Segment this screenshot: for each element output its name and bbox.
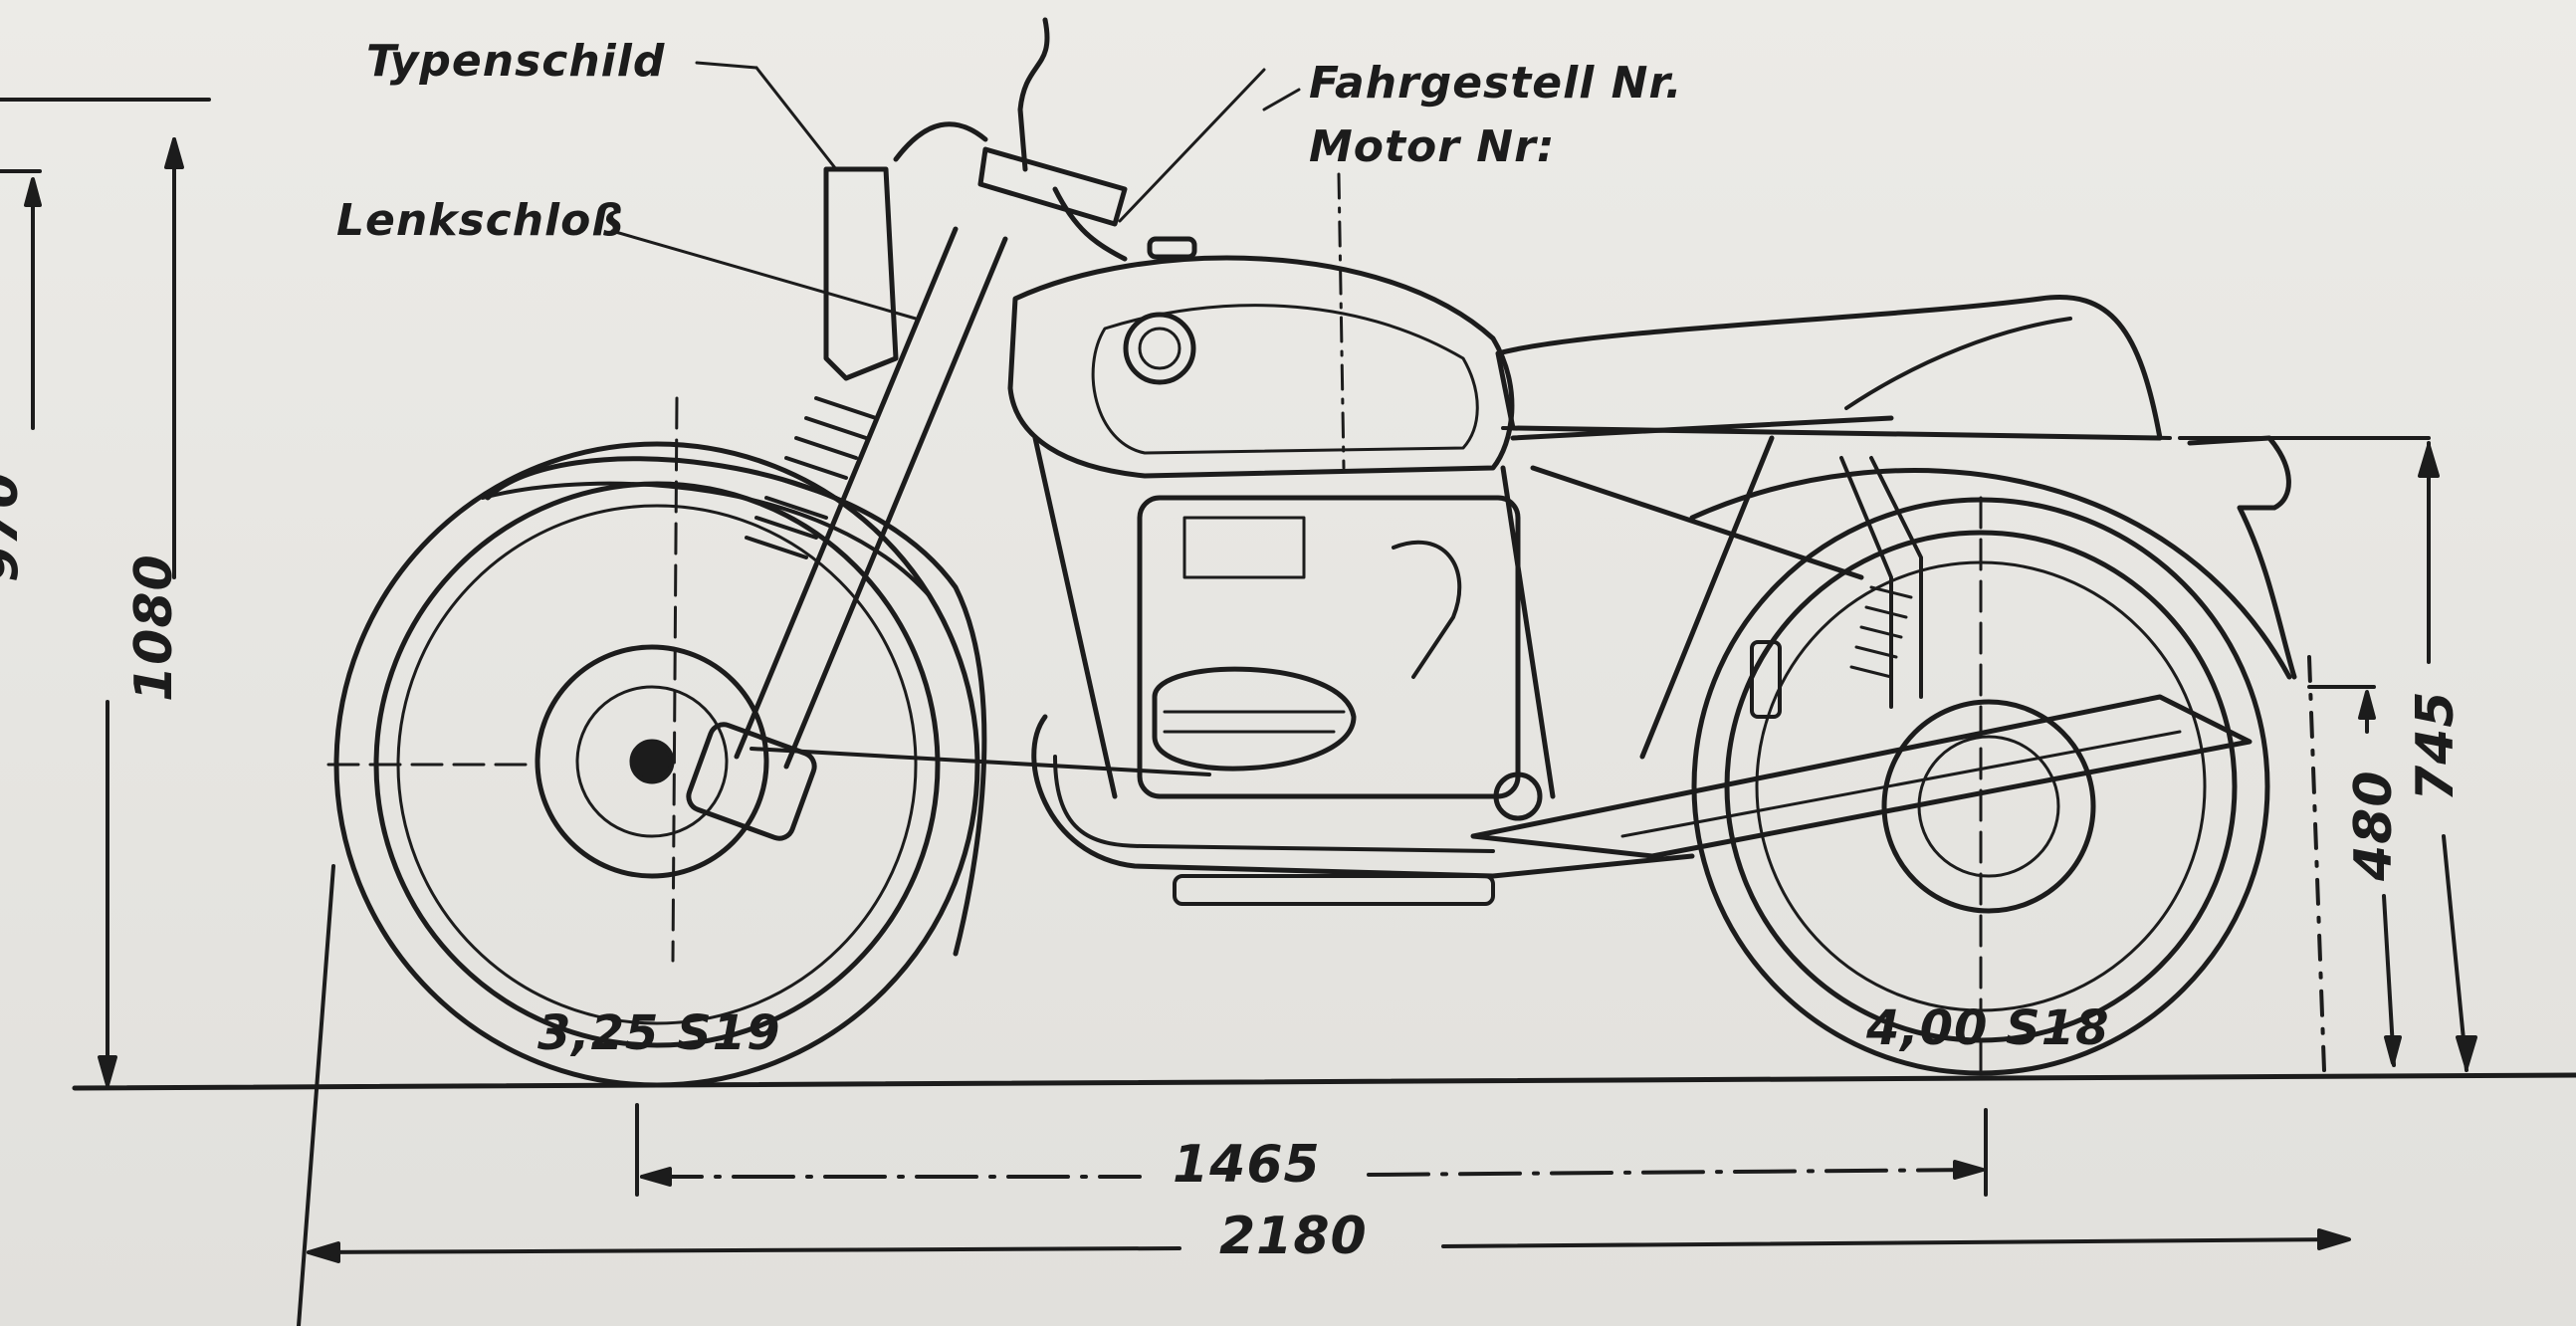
label-typenschild: Typenschild <box>366 36 666 87</box>
callout-leaders <box>610 61 1346 470</box>
height-dimension-lines <box>0 98 211 1090</box>
dim-overall-length: 2180 <box>1219 1207 1368 1266</box>
headlamp-assembly <box>823 17 1266 381</box>
dim-rack-height: 480 <box>2344 770 2404 881</box>
label-rear-tyre: 4,00 S18 <box>1866 1000 2110 1056</box>
dim-handlebar-height: 970 <box>0 471 30 582</box>
front-wheel <box>326 396 980 1088</box>
dim-overall-height: 1080 <box>124 553 184 702</box>
ground-line <box>72 1072 2576 1091</box>
rear-wheel <box>1691 496 2270 1076</box>
dim-wheelbase: 1465 <box>1173 1135 1321 1195</box>
label-fahrgestell-nr: Fahrgestell Nr. <box>1309 58 1683 109</box>
seat <box>1495 295 2172 441</box>
fuel-tank <box>1007 236 1515 479</box>
seat-dimension-lines <box>2178 436 2477 1072</box>
front-fender <box>485 456 987 957</box>
exhaust-silencer <box>1470 640 2253 859</box>
label-lenkschloss: Lenkschloß <box>336 195 625 246</box>
label-front-tyre: 3,25 S19 <box>537 1005 781 1061</box>
front-fork <box>686 226 1211 841</box>
length-dimension-lines <box>297 864 2351 1326</box>
engine <box>1031 495 1695 906</box>
frame <box>1032 415 1923 799</box>
dim-seat-height: 745 <box>2406 690 2466 801</box>
label-motor-nr: Motor Nr: <box>1309 121 1556 172</box>
rear-fender <box>1689 468 2292 680</box>
